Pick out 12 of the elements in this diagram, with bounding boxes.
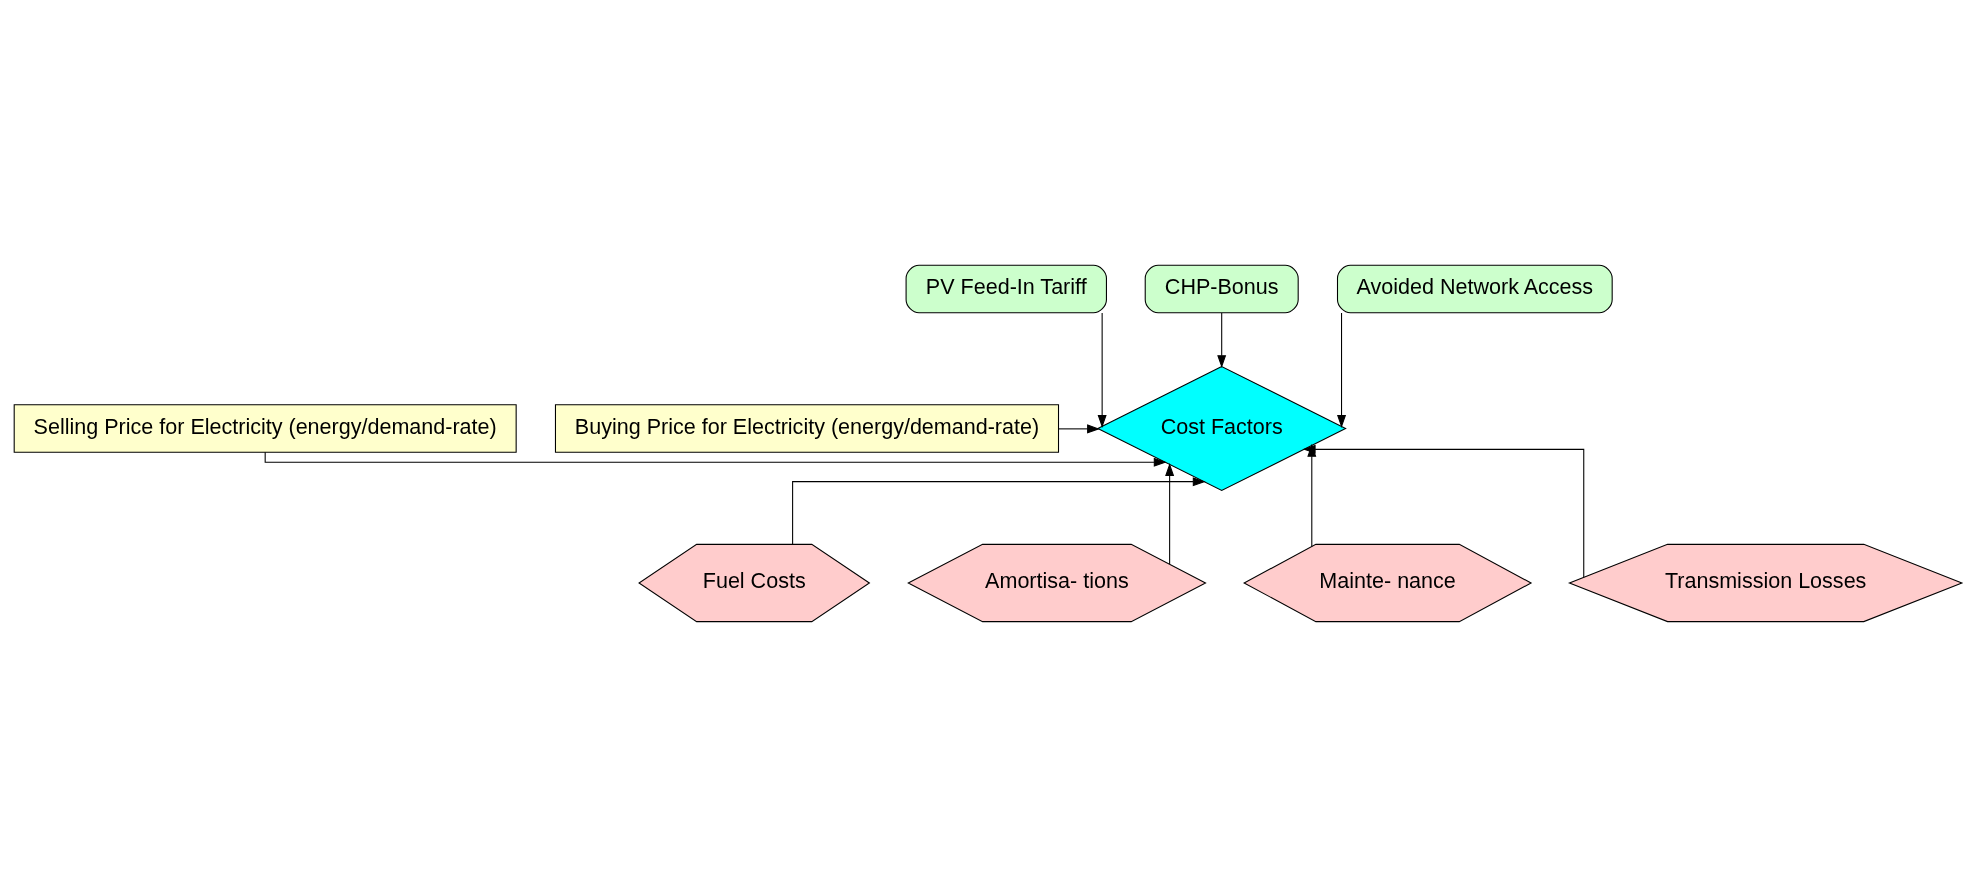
node-box: PV Feed-In Tariff <box>905 264 1107 313</box>
node-box: Selling Price for Electricity (energy/demand-rate) <box>13 403 517 453</box>
arrow <box>1097 311 1107 428</box>
arrow <box>1164 462 1174 565</box>
node-box: Avoided Network Access <box>1336 264 1613 313</box>
arrow <box>1216 311 1226 368</box>
arrow <box>791 476 1206 545</box>
arrow <box>1057 423 1100 433</box>
node-box: Buying Price for Electricity (energy/demand-rate) <box>554 403 1059 453</box>
arrow <box>1336 311 1346 428</box>
node-box: CHP-Bonus <box>1144 264 1299 313</box>
arrow <box>264 451 1167 467</box>
